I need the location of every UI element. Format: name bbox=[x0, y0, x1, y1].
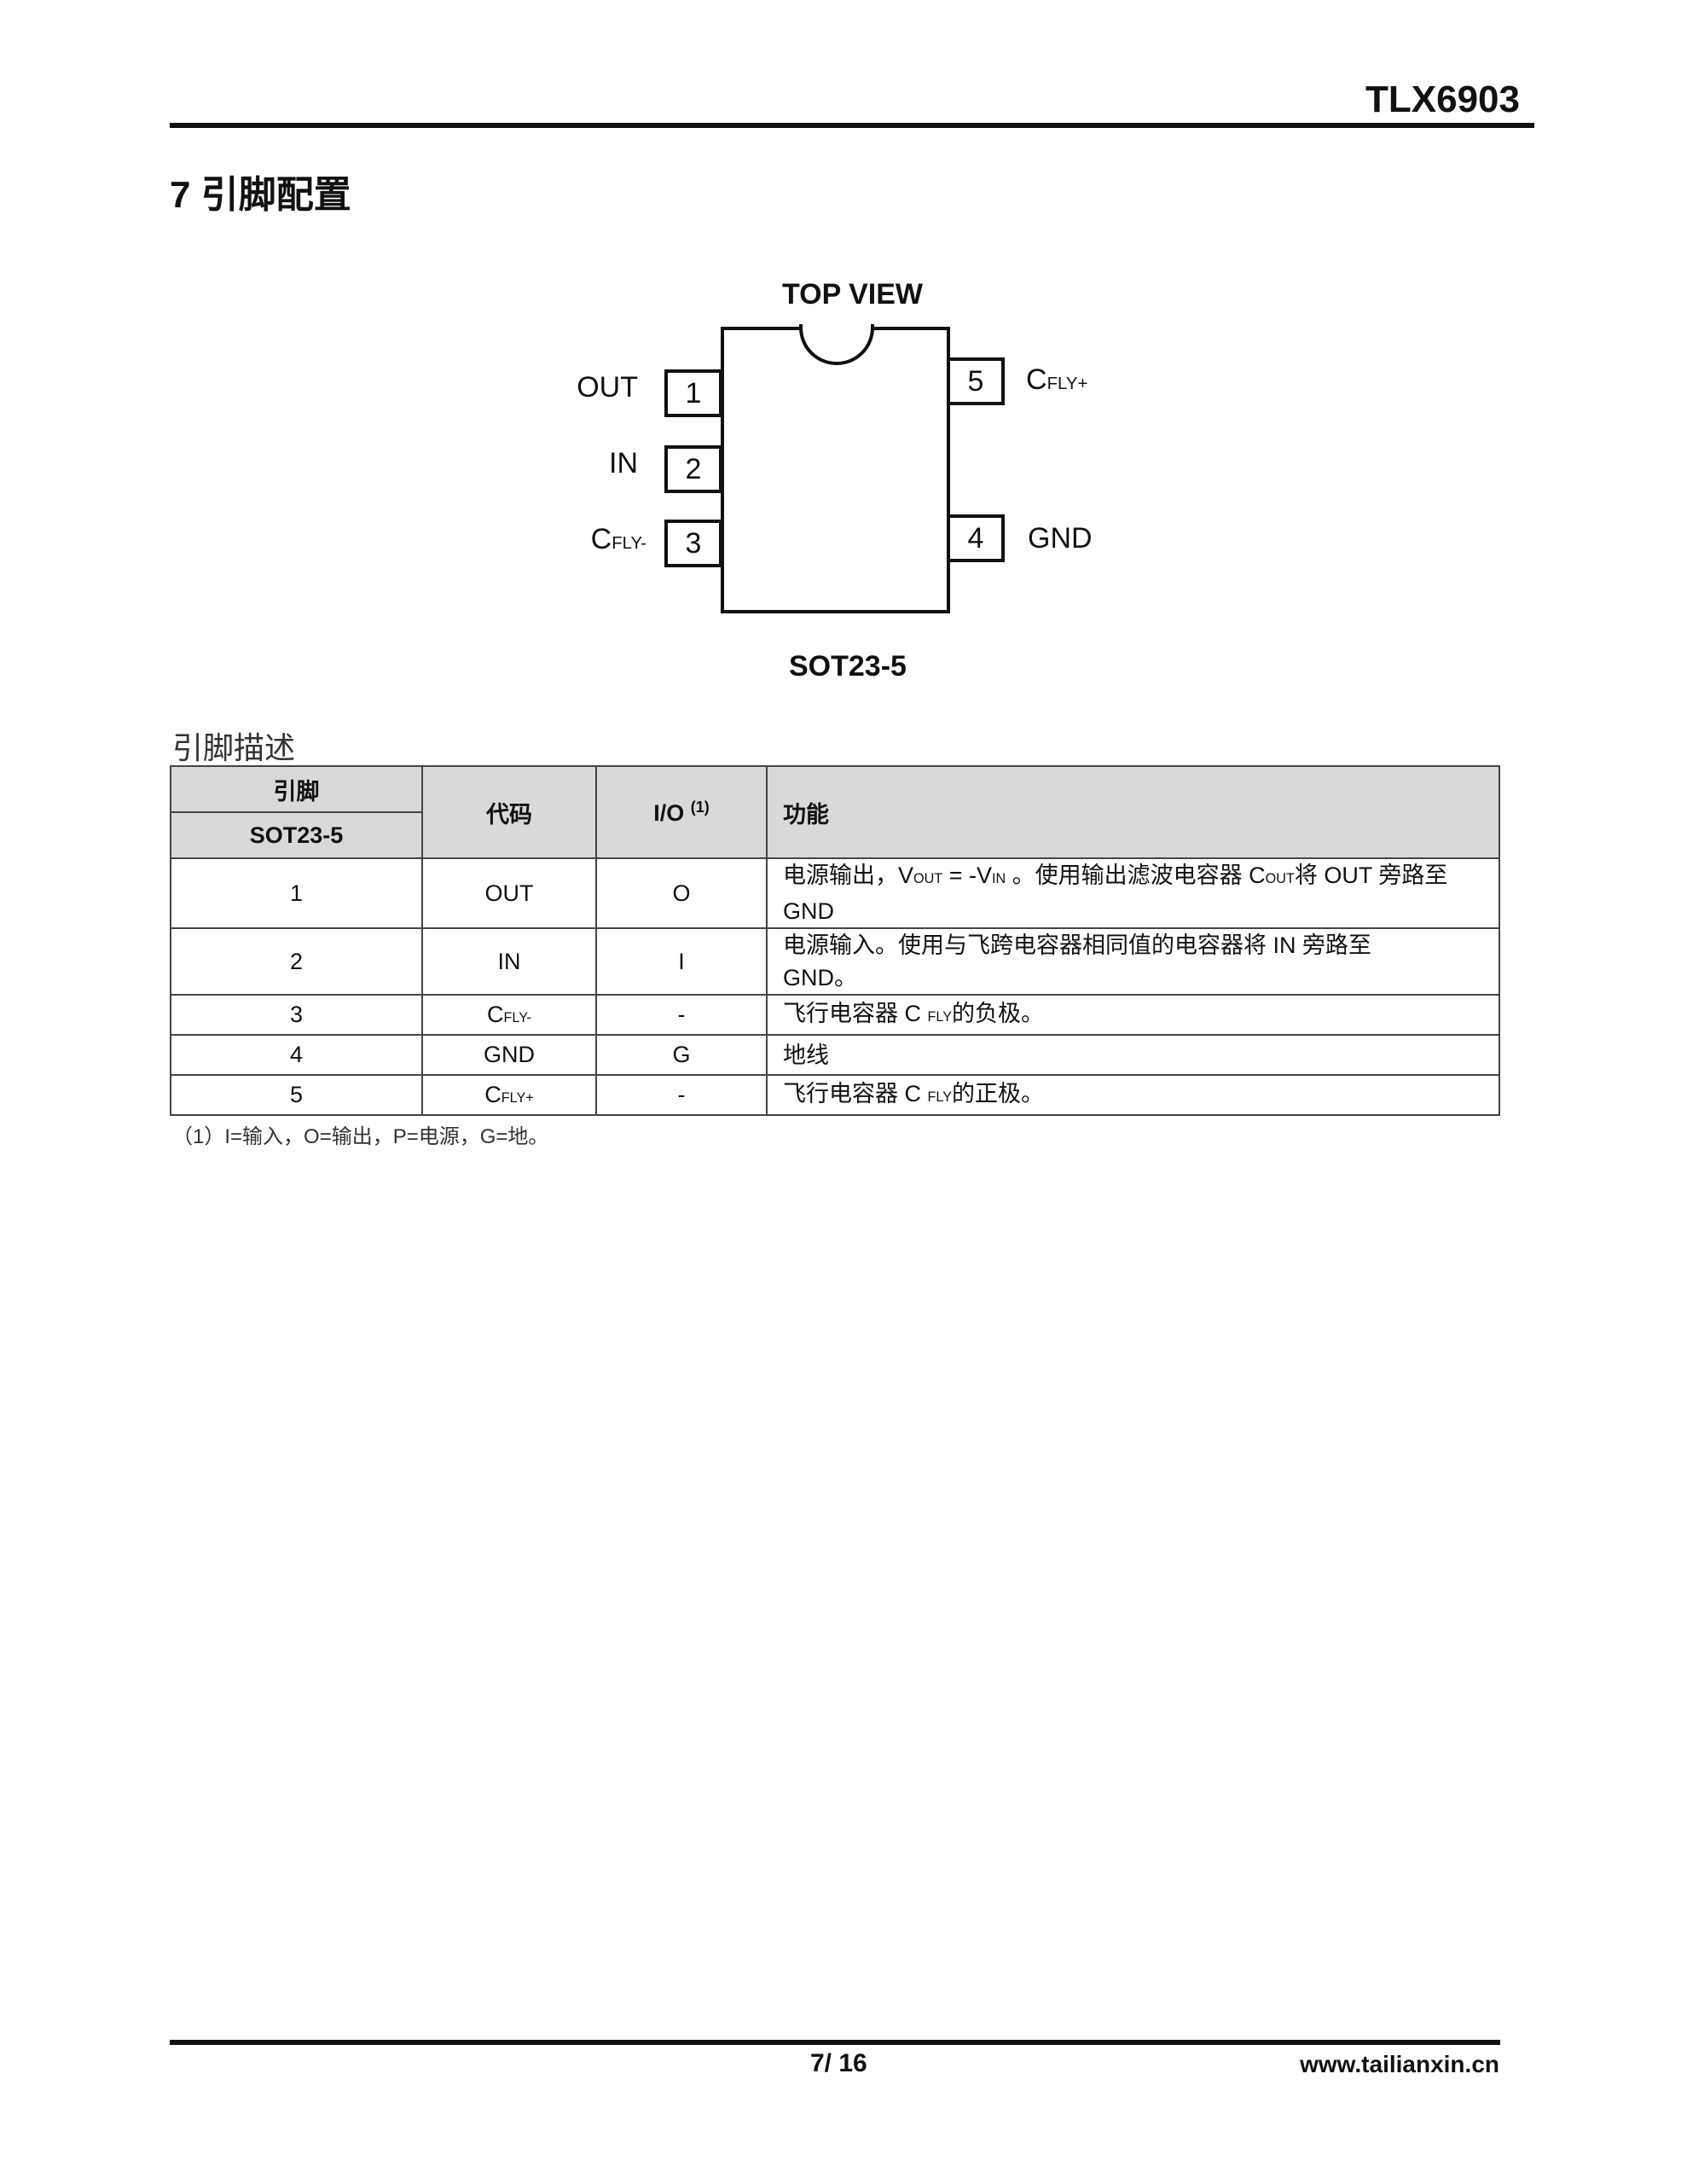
io-label: I/O bbox=[653, 799, 685, 826]
cell-function: 飞行电容器 C FLY的正极。 bbox=[766, 1074, 1500, 1116]
cell-code: CFLY- bbox=[421, 994, 597, 1036]
pin-2: 2 bbox=[664, 445, 722, 493]
header-divider bbox=[170, 123, 1534, 128]
website-link[interactable]: www.tailianxin.cn bbox=[1300, 2051, 1499, 2077]
t: FLY+ bbox=[501, 1090, 534, 1106]
package-label: SOT23-5 bbox=[789, 650, 907, 682]
header-pin: 引脚 bbox=[170, 765, 423, 813]
pin-label-in: IN bbox=[609, 447, 638, 479]
header-package: SOT23-5 bbox=[170, 811, 423, 859]
table-row: 1 OUT O 电源输出，VOUT = -VIN 。使用输出滤波电容器 COUT… bbox=[170, 857, 1500, 929]
t: C bbox=[487, 1002, 504, 1027]
pin-3: 3 bbox=[664, 520, 722, 567]
cell-function: 电源输出，VOUT = -VIN 。使用输出滤波电容器 COUT将 OUT 旁路… bbox=[766, 857, 1500, 929]
chip-body bbox=[721, 327, 950, 613]
t: 的正极。 bbox=[952, 1080, 1045, 1107]
pin-4: 4 bbox=[947, 514, 1005, 562]
cell-code: IN bbox=[421, 927, 597, 996]
table-row: 2 IN I 电源输入。使用与飞跨电容器相同值的电容器将 IN 旁路至 GND。 bbox=[170, 927, 1500, 996]
cell-code: GND bbox=[421, 1034, 597, 1076]
part-number: TLX6903 bbox=[1365, 78, 1520, 120]
io-footnote-ref: (1) bbox=[690, 798, 710, 816]
t: FLY bbox=[927, 1008, 953, 1025]
pin-description-table: 引脚 代码 I/O (1) 功能 SOT23-5 1 OUT O 电源输出，VO… bbox=[170, 765, 1500, 1116]
header-function: 功能 bbox=[766, 765, 1500, 859]
label-sub: FLY+ bbox=[1046, 375, 1088, 393]
cell-pin: 1 bbox=[170, 857, 423, 929]
top-view-label: TOP VIEW bbox=[782, 278, 924, 311]
pin-1: 1 bbox=[664, 369, 722, 417]
section-title: 7 引脚配置 bbox=[170, 174, 351, 216]
table-row: 3 CFLY- - 飞行电容器 C FLY的负极。 bbox=[170, 994, 1500, 1036]
cell-function: 电源输入。使用与飞跨电容器相同值的电容器将 IN 旁路至 GND。 bbox=[766, 927, 1500, 996]
footer-divider bbox=[170, 2040, 1500, 2045]
pin-5: 5 bbox=[947, 357, 1005, 405]
t: 电源输出，V bbox=[783, 863, 914, 888]
label-main: C bbox=[590, 523, 612, 555]
cell-function: 飞行电容器 C FLY的负极。 bbox=[766, 994, 1500, 1036]
cell-io: O bbox=[595, 857, 768, 929]
label-main: C bbox=[1026, 363, 1047, 396]
table-caption: 引脚描述 bbox=[172, 730, 296, 765]
header-io: I/O (1) bbox=[595, 765, 768, 859]
t: 飞行电容器 C bbox=[783, 1080, 928, 1107]
t: C bbox=[484, 1082, 501, 1107]
t: FLY bbox=[927, 1089, 953, 1105]
t: OUT bbox=[913, 871, 943, 886]
table-footnote: （1）I=输入，O=输出，P=电源，G=地。 bbox=[172, 1125, 549, 1148]
cell-io: - bbox=[595, 994, 768, 1036]
t: OUT bbox=[1265, 871, 1295, 886]
header-code: 代码 bbox=[421, 765, 597, 859]
t: 飞行电容器 C bbox=[783, 1000, 928, 1026]
cell-io: G bbox=[595, 1034, 768, 1076]
label-sub: FLY- bbox=[612, 534, 646, 553]
cell-pin: 3 bbox=[170, 994, 423, 1036]
cell-code: CFLY+ bbox=[421, 1074, 597, 1116]
pin-label-cfly-minus: CFLY- bbox=[591, 523, 646, 556]
cell-code: OUT bbox=[421, 857, 597, 929]
cell-io: - bbox=[595, 1074, 768, 1116]
t: = -V bbox=[942, 863, 992, 888]
cell-pin: 2 bbox=[170, 927, 423, 996]
table-row: 4 GND G 地线 bbox=[170, 1034, 1500, 1076]
page-number: 7/ 16 bbox=[810, 2049, 867, 2077]
t: IN bbox=[991, 871, 1006, 886]
t: 。使用输出滤波电容器 C bbox=[1006, 863, 1266, 888]
t: FLY- bbox=[503, 1010, 531, 1025]
cell-pin: 5 bbox=[170, 1074, 423, 1116]
pin-label-out: OUT bbox=[577, 371, 638, 404]
cell-io: I bbox=[595, 927, 768, 996]
t: 将 OUT 旁路至 GND bbox=[783, 863, 1448, 924]
table-row: 5 CFLY+ - 飞行电容器 C FLY的正极。 bbox=[170, 1074, 1500, 1116]
t: 的负极。 bbox=[952, 1000, 1045, 1026]
cell-pin: 4 bbox=[170, 1034, 423, 1076]
pin-label-gnd: GND bbox=[1028, 522, 1093, 555]
cell-function: 地线 bbox=[766, 1034, 1500, 1076]
pin-label-cfly-plus: CFLY+ bbox=[1026, 363, 1087, 397]
